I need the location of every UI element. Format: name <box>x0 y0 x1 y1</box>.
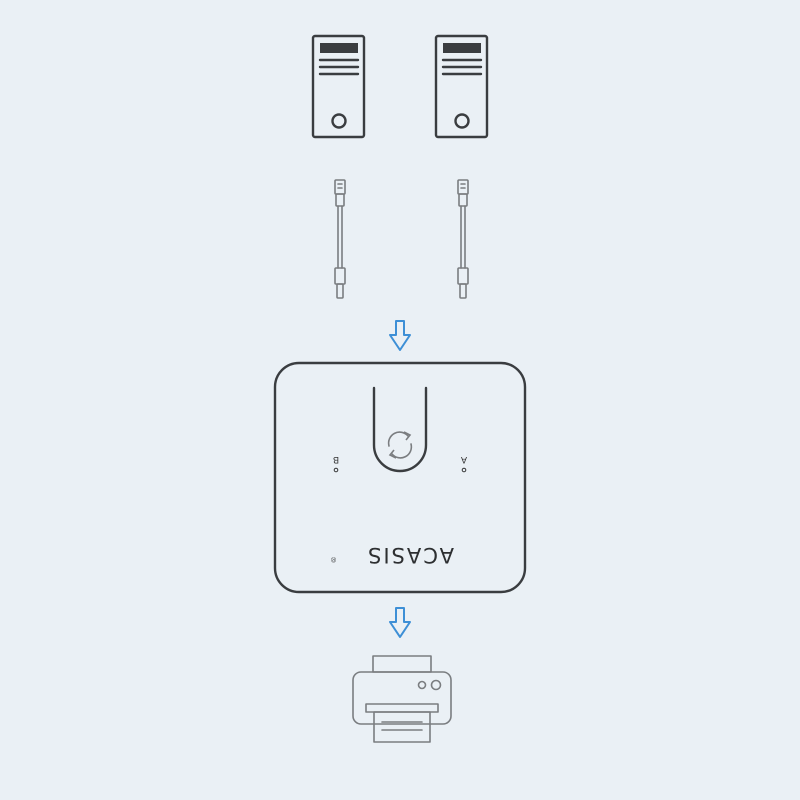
printer-icon <box>352 655 452 743</box>
port-b-indicator <box>333 467 339 473</box>
computer-tower-icon <box>311 34 366 139</box>
usb-cable-icon <box>457 179 469 299</box>
down-arrow-icon <box>389 320 411 351</box>
port-a-indicator <box>461 467 467 473</box>
brand-logo: ACASIS <box>366 543 454 567</box>
usb-switch-box <box>273 361 527 594</box>
port-b-label: B <box>333 455 340 465</box>
computer-tower-icon <box>434 34 489 139</box>
switch-button-slot <box>372 386 428 473</box>
registered-mark: ® <box>331 555 337 562</box>
port-a-label: A <box>461 455 468 465</box>
down-arrow-icon <box>389 607 411 638</box>
switch-toggle-icon <box>387 431 413 459</box>
usb-cable-icon <box>334 179 346 299</box>
